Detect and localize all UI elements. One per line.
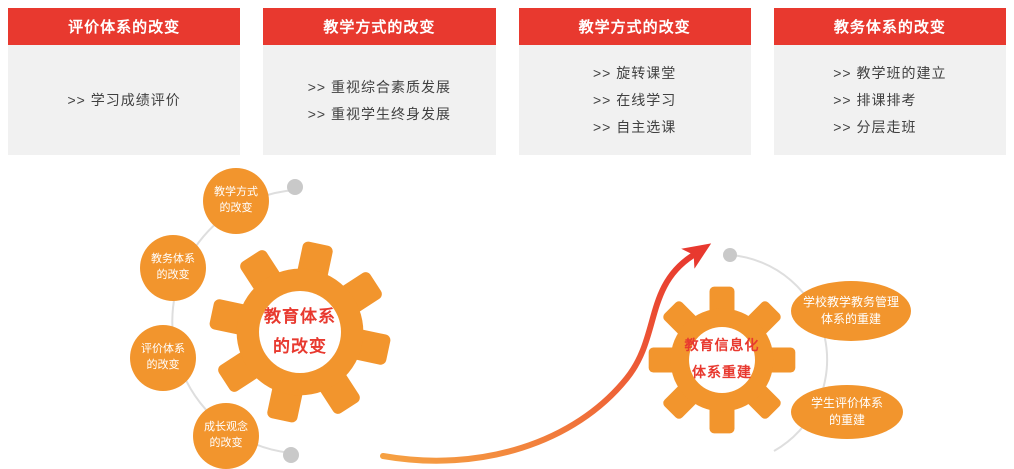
- card-title: 评价体系的改变: [8, 8, 241, 45]
- card-body: >> 教学班的建立 >> 排课排考 >> 分层走班: [773, 45, 1006, 155]
- bubble-label: 学生评价体系: [810, 395, 883, 410]
- card-body: >> 学习成绩评价: [8, 45, 241, 155]
- card-item: >> 排课排考: [833, 92, 917, 108]
- card-item-list: >> 教学班的建立 >> 排课排考 >> 分层走班: [833, 56, 946, 144]
- right-gear-label-line2: 体系重建: [692, 363, 752, 380]
- right-orbit-dot-top: [723, 248, 737, 262]
- card-item: >> 重视综合素质发展: [307, 78, 451, 95]
- bubble-label: 的改变: [209, 437, 243, 449]
- card-item: >> 学习成绩评价: [67, 92, 181, 108]
- summary-cards: 评价体系的改变 >> 学习成绩评价 教学方式的改变 >> 重视综合素质发展 >>…: [8, 8, 1006, 155]
- bubble-label: 的改变: [156, 269, 190, 281]
- card-title: 教学方式的改变: [263, 8, 496, 45]
- bubble-label: 体系的重建: [820, 312, 881, 326]
- card-title: 教务体系的改变: [773, 8, 1006, 45]
- card-academic-affairs: 教务体系的改变 >> 教学班的建立 >> 排课排考 >> 分层走班: [773, 8, 1006, 155]
- card-item-list: >> 重视综合素质发展 >> 重视学生终身发展: [308, 70, 451, 131]
- card-body: >> 重视综合素质发展 >> 重视学生终身发展: [263, 45, 496, 155]
- card-title: 教学方式的改变: [518, 8, 751, 45]
- card-item: >> 自主选课: [593, 119, 677, 135]
- left-gear-label-line2: 的改变: [273, 336, 327, 356]
- left-gear: [192, 224, 408, 440]
- bubble-label: 成长观念: [204, 421, 248, 434]
- left-gear-label-line1: 教育体系: [264, 307, 336, 326]
- right-gear-label-line1: 教育信息化: [684, 337, 760, 353]
- card-item: >> 旋转课堂: [593, 65, 677, 81]
- left-orbit-dot-bottom: [283, 447, 299, 463]
- card-body: >> 旋转课堂 >> 在线学习 >> 自主选课: [518, 45, 751, 155]
- card-item: >> 分层走班: [833, 119, 917, 135]
- transition-arrow: [380, 243, 712, 464]
- card-teaching-method: 教学方式的改变 >> 旋转课堂 >> 在线学习 >> 自主选课: [518, 8, 751, 155]
- bubble-school-admin-rebuild: 学校教学教务管理 体系的重建: [791, 281, 911, 341]
- bubble-label: 学校教学教务管理: [802, 294, 899, 309]
- bubble-teaching-method: 教学方式 的改变: [203, 168, 269, 234]
- bubble-growth-concept: 成长观念 的改变: [193, 403, 259, 469]
- bubble-label: 教务体系: [151, 253, 195, 266]
- card-item-list: >> 学习成绩评价: [68, 83, 181, 117]
- right-gear-label: 教育信息化 体系重建: [652, 332, 792, 385]
- bubble-label: 的改变: [219, 202, 253, 214]
- left-gear-label: 教育体系 的改变: [240, 302, 360, 362]
- card-item: >> 教学班的建立: [833, 65, 947, 81]
- card-teaching-concept: 教学方式的改变 >> 重视综合素质发展 >> 重视学生终身发展: [263, 8, 496, 155]
- card-evaluation-system: 评价体系的改变 >> 学习成绩评价: [8, 8, 241, 155]
- bubble-label: 的重建: [828, 413, 865, 427]
- bubble-academic-affairs: 教务体系 的改变: [140, 235, 206, 301]
- bubble-label: 教学方式: [214, 186, 258, 199]
- bubble-label: 的改变: [146, 359, 180, 371]
- right-gear: [648, 286, 796, 434]
- card-item: >> 重视学生终身发展: [307, 105, 451, 122]
- card-item: >> 在线学习: [593, 92, 677, 108]
- bubble-evaluation-system: 评价体系 的改变: [130, 325, 196, 391]
- bubble-student-evaluation-rebuild: 学生评价体系 的重建: [791, 385, 903, 439]
- left-orbit-dot-top: [287, 179, 303, 195]
- bubble-label: 评价体系: [141, 343, 185, 356]
- card-item-list: >> 旋转课堂 >> 在线学习 >> 自主选课: [593, 56, 676, 144]
